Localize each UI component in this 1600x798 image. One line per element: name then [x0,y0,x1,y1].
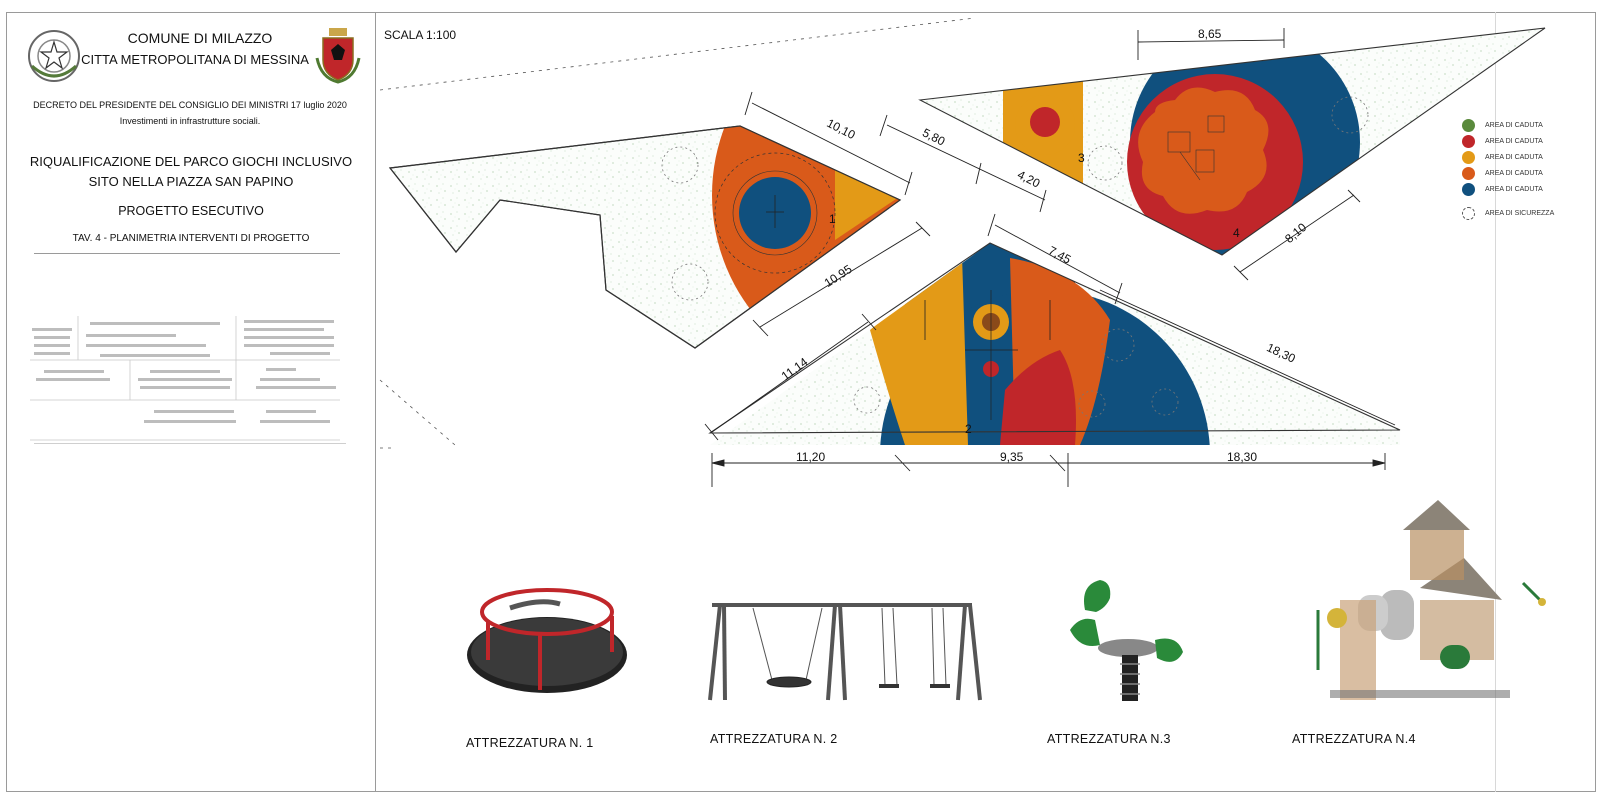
decreto-text: DECRETO DEL PRESIDENTE DEL CONSIGLIO DEI… [33,100,347,110]
signature-rule [34,443,346,444]
drawing-frame [6,12,1596,792]
project-title-line1: RIQUALIFICAZIONE DEL PARCO GIOCHI INCLUS… [29,154,353,169]
legend-item-blue: AREA DI CADUTA [1462,182,1543,196]
legend-swatch-blue [1462,182,1475,196]
equipment-3-spring-rider-icon [1070,580,1183,701]
legend-item-safety: AREA DI SICUREZZA [1462,206,1554,220]
project-title-line2: SITO NELLA PIAZZA SAN PAPINO [88,174,294,189]
legend-swatch-green [1462,118,1475,132]
legend-swatch-amber [1462,150,1475,164]
sheet-title: TAV. 4 - PLANIMETRIA INTERVENTI DI PROGE… [72,233,310,244]
legend-divider [1495,12,1496,792]
legend-item-green: AREA DI CADUTA [1462,118,1543,132]
legend-label: AREA DI CADUTA [1485,169,1543,177]
dim-11-20: 11,20 [796,450,826,464]
legend-label: AREA DI CADUTA [1485,185,1543,193]
dim-9-35: 9,35 [1000,450,1024,464]
construction-lines [379,17,976,449]
legend-item-orange: AREA DI CADUTA [1462,166,1543,180]
legend-item-amber: AREA DI CADUTA [1462,150,1543,164]
approval-signature-block [30,316,340,441]
legend-label: AREA DI CADUTA [1485,153,1543,161]
plan-area-bottom [708,242,1401,445]
title-rule [34,253,340,254]
coat-of-arms-milazzo-icon [315,28,361,84]
equipment-label-1: ATTREZZATURA N. 1 [466,736,594,750]
area-number-1: 1 [829,212,836,226]
legend-swatch-orange [1462,166,1475,180]
equipment-label-3: ATTREZZATURA N.3 [1047,732,1171,746]
legend-swatch-safety [1462,206,1475,220]
equipment-label-4: ATTREZZATURA N.4 [1292,732,1416,746]
citta-title: CITTA METROPOLITANA DI MESSINA [81,52,309,67]
area-number-2: 2 [965,422,972,436]
equipment-label-2: ATTREZZATURA N. 2 [710,732,838,746]
dim-18-30-bottom: 18,30 [1227,450,1258,464]
scale-label: SCALA 1:100 [384,28,457,42]
equipment-2-swing-icon [708,603,982,701]
dimension-lines [704,28,1396,487]
project-phase: PROGETTO ESECUTIVO [118,204,264,218]
legend-item-red: AREA DI CADUTA [1462,134,1543,148]
equipment-1-roundabout-icon [467,588,627,693]
dim-8-65: 8,65 [1198,27,1222,41]
legend-label: AREA DI CADUTA [1485,121,1543,129]
plan-area-right [918,27,1546,256]
investimenti-text: Investimenti in infrastrutture sociali. [119,116,261,126]
legend-label: AREA DI SICUREZZA [1485,209,1555,217]
comune-title: COMUNE DI MILAZZO [127,30,273,46]
legend-swatch-red [1462,134,1475,148]
emblem-italy-icon [28,30,80,82]
area-number-4: 4 [1233,226,1240,240]
title-block-divider [375,12,376,792]
equipment-4-play-tower-icon [1316,500,1546,700]
area-number-3: 3 [1078,151,1085,165]
legend-label: AREA DI CADUTA [1485,137,1543,145]
